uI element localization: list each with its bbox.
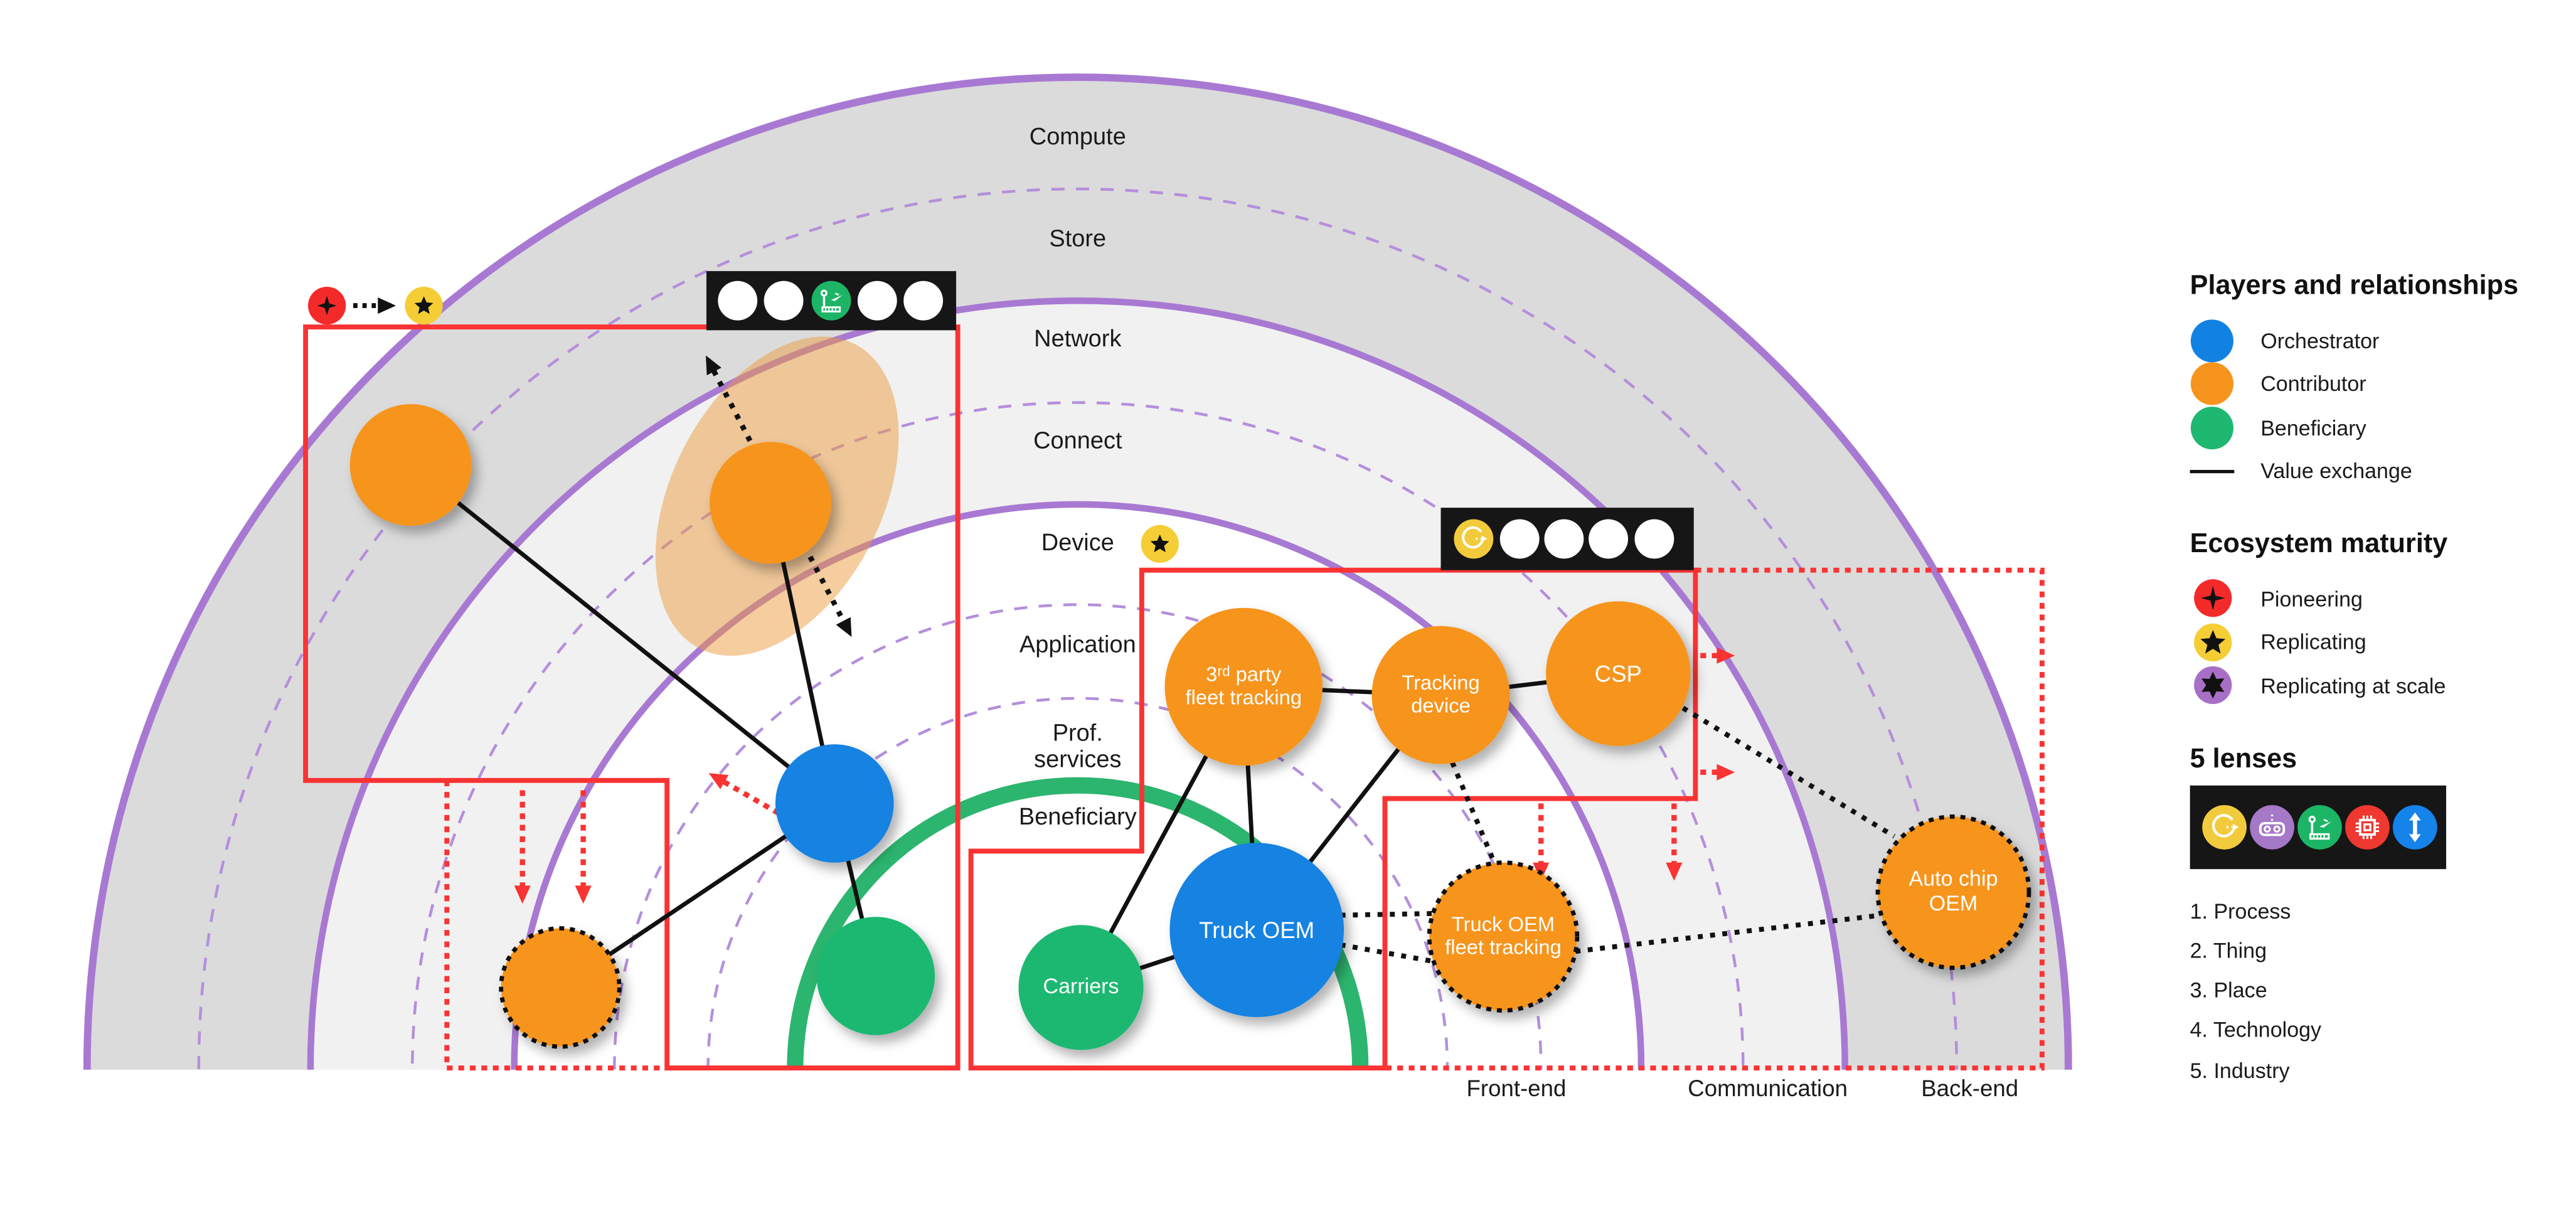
lens-dot-process: [718, 280, 758, 321]
lens-item-technology: 4. Technology: [2190, 1017, 2322, 1043]
ring-label-compute: Compute: [1029, 124, 1126, 151]
value-exchange-line-icon: [2190, 449, 2235, 494]
legend-row-contributor: Contributor: [2190, 362, 2562, 407]
link-fleettracking-autochip-dotted: [1575, 912, 1881, 954]
arc-outer: [83, 73, 2072, 1070]
node-csp: [1546, 601, 1691, 746]
node-label-truck-oem: Truck OEM: [1199, 917, 1315, 943]
node-label-carriers: Carriers: [1043, 973, 1119, 998]
node-truck-oem-fleet-tracking: [1427, 860, 1580, 1013]
lens-dot-thing: [1499, 519, 1540, 559]
lens-item-thing: 2. Thing: [2190, 937, 2267, 963]
node-label-auto-chip-oem: Auto chip OEM: [1908, 866, 1998, 915]
link-contributor-orchestrator: [409, 463, 836, 806]
pioneering-badge-icon: [2190, 576, 2235, 621]
node-beneficiary-left: [816, 917, 935, 1035]
ring-label-beneficiary: Beneficiary: [1018, 804, 1137, 831]
zone-label-communication: Communication: [1688, 1075, 1848, 1101]
arc-dashed-store: [198, 188, 1958, 1070]
legend-row-replicating: Replicating: [2190, 621, 2562, 664]
legend-lens-strip: [2190, 784, 2447, 868]
ring-label-network: Network: [1034, 326, 1122, 353]
lens-dot-place: [1544, 519, 1584, 559]
ring-label-prof-services: Prof. services: [1034, 720, 1122, 774]
lens-item-industry: 5. Industry: [2190, 1057, 2290, 1082]
node-truck-oem: [1169, 843, 1344, 1017]
beneficiary-dot-icon: [2190, 405, 2235, 450]
lens-dot-industry: [903, 280, 944, 321]
left-ecosystem-extension-dotted: [444, 780, 668, 1071]
lens-strip-truck: [1440, 508, 1694, 570]
node-auto-chip-oem: [1875, 814, 2031, 970]
ecosystem-radar-diagram: [83, 73, 2072, 1071]
growth-arrows: [514, 647, 1735, 904]
legend-label: Beneficiary: [2260, 415, 2366, 440]
node-label-tracking-device: Tracking device: [1402, 671, 1480, 718]
node-contributor-unlabeled: [349, 404, 472, 526]
legend-label: Pioneering: [2260, 586, 2363, 611]
legend-label: Orchestrator: [2260, 328, 2380, 353]
legend-lenses-title: 5 lenses: [2190, 743, 2297, 774]
contributor-dot-icon: [2190, 362, 2235, 407]
dotted-links: [705, 355, 1896, 964]
arrow-up-left-icon: [708, 773, 780, 816]
link-truckoem-fleettracking-dotted: [1340, 942, 1434, 964]
legend-row-beneficiary: Beneficiary: [2190, 406, 2562, 449]
legend-row-orchestrator: Orchestrator: [2190, 319, 2562, 362]
legend-row-replicating-at-scale: Replicating at scale: [2190, 664, 2562, 707]
lens-dot-technology: [1589, 519, 1629, 559]
lens-dot-industry: [1634, 519, 1674, 559]
node-carriers: [1018, 925, 1144, 1050]
node-label-third-party: 3ʳᵈ party fleet tracking: [1185, 663, 1302, 710]
zone-label-front-end: Front-end: [1466, 1075, 1567, 1101]
node-contributor-outside-dotted: [499, 926, 622, 1049]
lens-strip-left: [706, 271, 957, 331]
lens-dot-thing: [764, 280, 804, 321]
maturity-badges: [307, 286, 1179, 563]
legend-label: Replicating: [2260, 629, 2366, 654]
legend-row-value-exchange: Value exchange: [2190, 449, 2562, 493]
expansion-double-arrow-icon: [705, 355, 852, 638]
lens-dot-place-active: [811, 280, 851, 321]
node-label-csp: CSP: [1594, 660, 1642, 687]
player-nodes: [349, 404, 2031, 1050]
link-truckoem-fleettracking-dotted: [1340, 911, 1433, 918]
node-label-truck-oem-fleet-tracking: Truck OEM fleet tracking: [1445, 912, 1562, 960]
lens-dot-technology: [857, 280, 897, 321]
orchestrator-dot-icon: [2190, 318, 2235, 363]
truck-ecosystem-extension-dotted: [1385, 567, 2045, 1071]
legend-players-title: Players and relationships: [2190, 271, 2519, 301]
replicating-badge-icon: [2190, 620, 2235, 664]
ring-label-store: Store: [1049, 227, 1107, 253]
ecosystem-boundaries: [303, 324, 2045, 1071]
lens-list: 1. Process 2. Thing 3. Place 4. Technolo…: [2190, 892, 2562, 1091]
legend-label: Contributor: [2260, 371, 2366, 397]
arc-network: [307, 297, 1848, 1070]
legend-label: Replicating at scale: [2260, 673, 2446, 698]
legend: Players and relationships Orchestrator C…: [2190, 271, 2562, 1091]
lens-item-place: 3. Place: [2190, 978, 2267, 1003]
lens-dot-process-active: [1454, 519, 1494, 559]
node-third-party-fleet-tracking: [1164, 607, 1323, 766]
node-orchestrator-left: [775, 744, 894, 863]
node-tracking-device: [1371, 626, 1510, 764]
ring-label-device: Device: [1041, 530, 1114, 557]
legend-row-pioneering: Pioneering: [2190, 577, 2562, 620]
replicating-at-scale-badge-icon: [2190, 663, 2235, 708]
zone-label-back-end: Back-end: [1921, 1075, 2019, 1101]
node-contributor-highlighted: [710, 442, 832, 564]
legend-label: Value exchange: [2260, 459, 2412, 484]
legend-maturity-title: Ecosystem maturity: [2190, 529, 2448, 559]
ring-label-application: Application: [1019, 632, 1136, 659]
lens-item-process: 1. Process: [2190, 898, 2291, 923]
ring-label-connect: Connect: [1033, 429, 1122, 456]
